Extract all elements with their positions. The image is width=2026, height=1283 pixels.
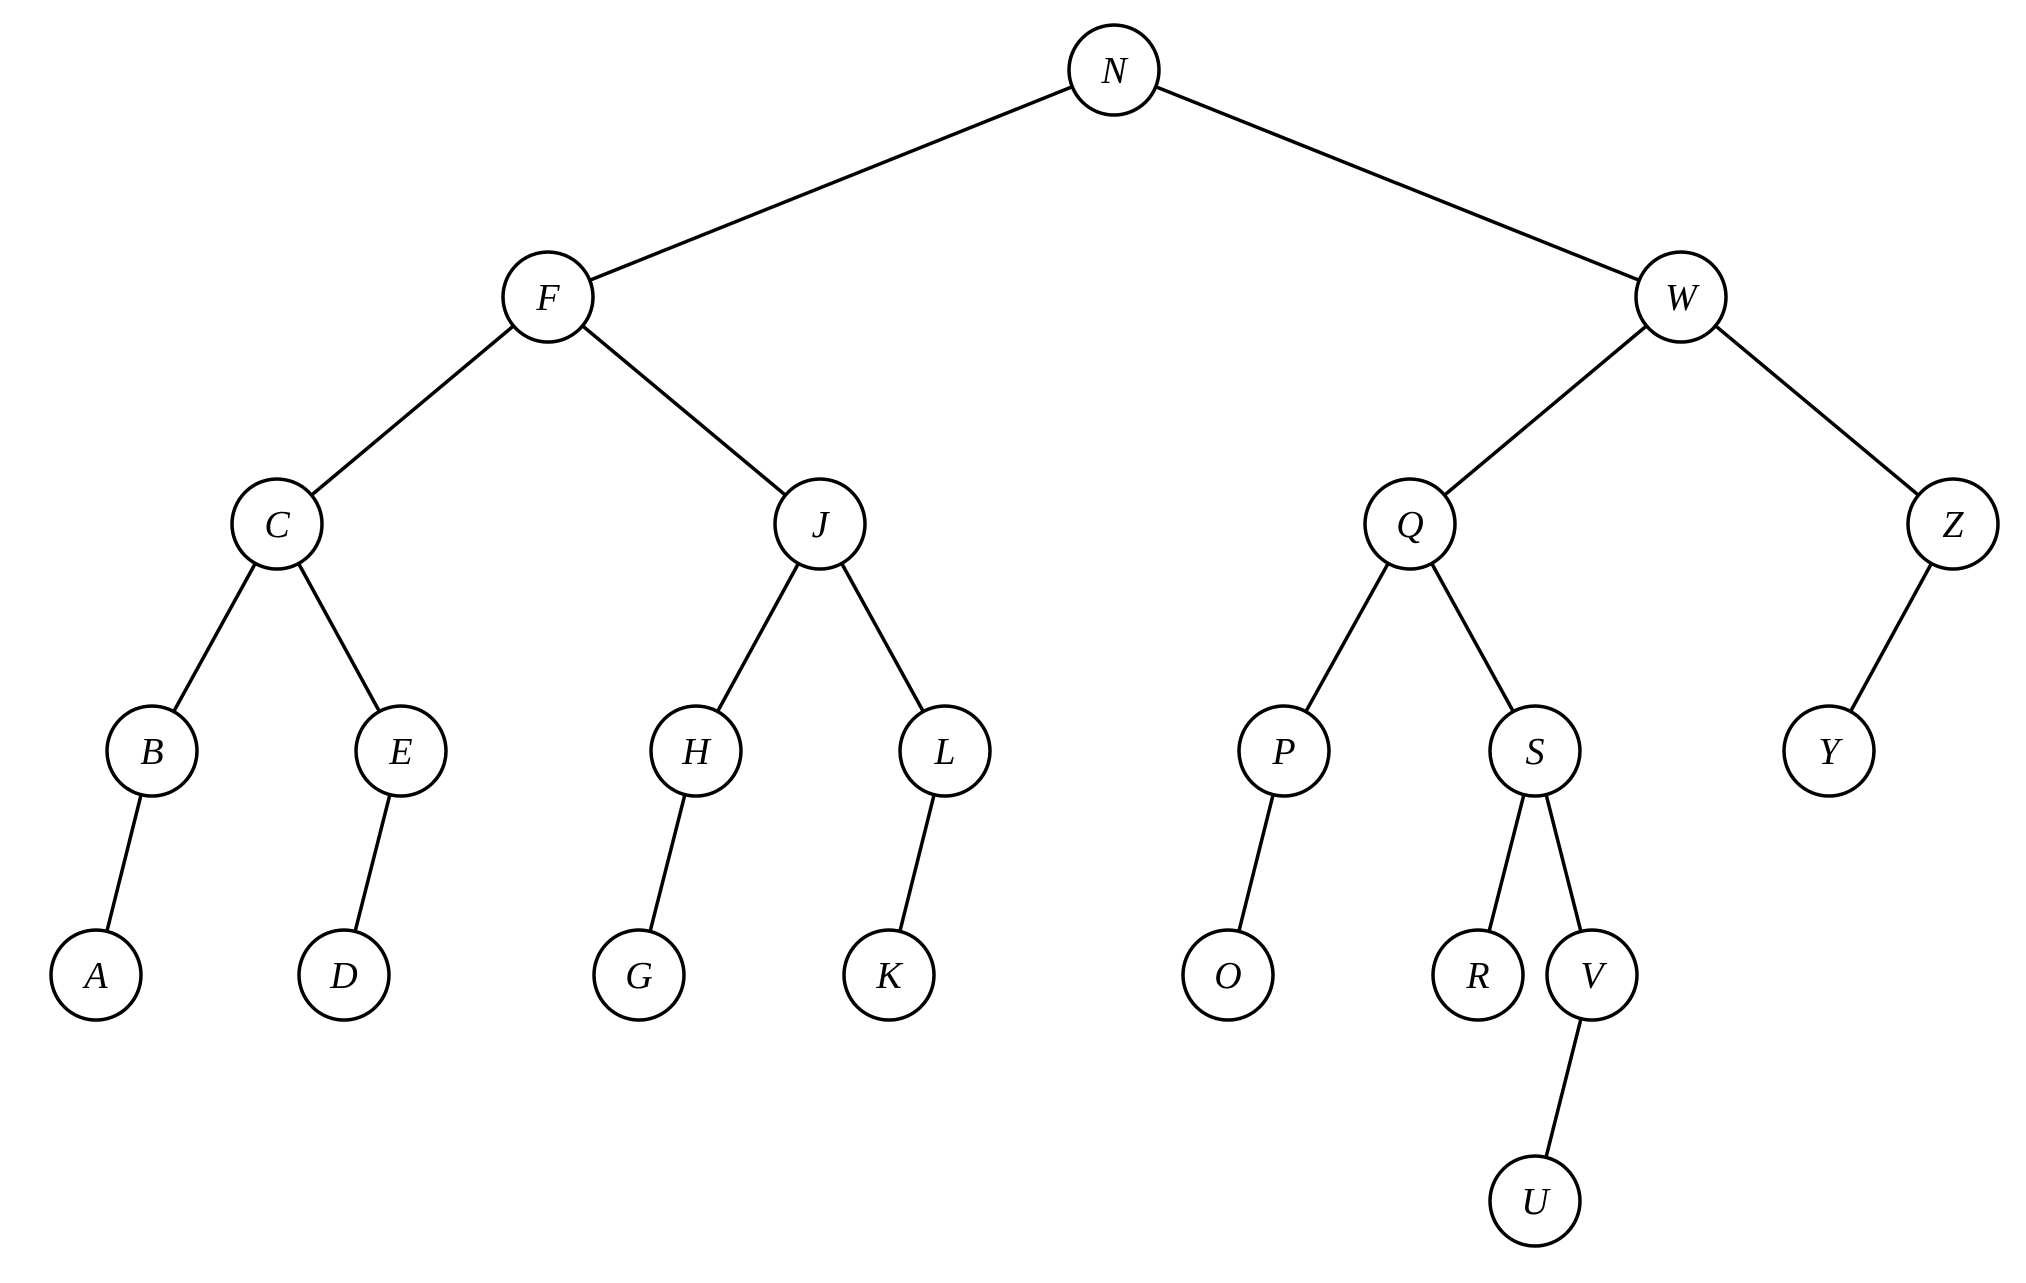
node-circle <box>1237 704 1331 798</box>
node-label: R <box>1465 955 1489 997</box>
node-label: Y <box>1818 731 1843 773</box>
node-circle <box>1067 23 1161 117</box>
tree-node-h: H <box>649 704 743 798</box>
node-circle <box>1906 477 2000 571</box>
tree-node-g: G <box>592 928 686 1022</box>
node-circle <box>230 477 324 571</box>
node-circle <box>1634 250 1728 344</box>
edge-q-p <box>1304 562 1390 713</box>
tree-node-n: N <box>1067 23 1161 117</box>
tree-node-f: F <box>501 250 595 344</box>
tree-node-r: R <box>1431 928 1525 1022</box>
node-circle <box>1782 704 1876 798</box>
edge-c-e <box>297 562 381 713</box>
tree-node-o: O <box>1181 928 1275 1022</box>
node-label: E <box>388 731 412 773</box>
edge-p-o <box>1237 794 1275 932</box>
tree-node-e: E <box>354 704 448 798</box>
node-circle <box>501 250 595 344</box>
node-label: O <box>1214 955 1241 997</box>
tree-node-l: L <box>898 704 992 798</box>
tree-node-c: C <box>230 477 324 571</box>
edge-v-u <box>1544 1018 1583 1158</box>
node-label: G <box>625 955 652 997</box>
tree-node-q: Q <box>1363 477 1457 571</box>
tree-node-v: V <box>1545 928 1639 1022</box>
node-label: V <box>1580 955 1607 997</box>
node-label: U <box>1521 1181 1551 1223</box>
node-circle <box>1488 704 1582 798</box>
node-circle <box>1363 477 1457 571</box>
node-label: F <box>535 277 560 319</box>
node-label: P <box>1271 731 1295 773</box>
node-circle <box>649 704 743 798</box>
edge-f-j <box>581 324 787 497</box>
edge-s-v <box>1544 794 1583 932</box>
node-label: B <box>140 731 163 773</box>
node-label: J <box>812 504 831 546</box>
edge-s-r <box>1487 794 1526 932</box>
node-label: S <box>1526 731 1545 773</box>
node-label: W <box>1665 277 1700 319</box>
edge-n-f <box>589 85 1073 282</box>
edge-l-k <box>898 794 936 932</box>
node-label: D <box>329 955 357 997</box>
node-label: H <box>681 731 712 773</box>
node-circle <box>1545 928 1639 1022</box>
node-label: Z <box>1942 504 1964 546</box>
edge-j-h <box>716 562 800 713</box>
node-circle <box>1431 928 1525 1022</box>
node-circle <box>1488 1154 1582 1248</box>
edge-e-d <box>353 794 392 932</box>
node-circle <box>592 928 686 1022</box>
edge-c-b <box>172 562 257 713</box>
tree-edges <box>105 85 1933 1158</box>
node-label: K <box>875 955 903 997</box>
node-circle <box>1181 928 1275 1022</box>
node-label: Q <box>1396 504 1423 546</box>
edge-b-a <box>105 794 143 932</box>
node-label: A <box>81 955 108 997</box>
node-circle <box>105 704 199 798</box>
node-circle <box>842 928 936 1022</box>
node-circle <box>354 704 448 798</box>
edge-j-l <box>840 562 925 713</box>
edge-w-z <box>1714 324 1920 497</box>
tree-node-z: Z <box>1906 477 2000 571</box>
tree-node-b: B <box>105 704 199 798</box>
edge-z-y <box>1849 562 1933 713</box>
node-label: L <box>933 731 955 773</box>
tree-nodes: N F W C J Q Z B E H L P S Y A D G K O R V U <box>49 23 2000 1248</box>
tree-node-u: U <box>1488 1154 1582 1248</box>
node-circle <box>297 928 391 1022</box>
edge-q-s <box>1430 562 1515 713</box>
tree-node-y: Y <box>1782 704 1876 798</box>
edge-w-q <box>1443 324 1648 497</box>
edge-f-c <box>310 324 515 497</box>
node-label: C <box>264 504 290 546</box>
tree-node-s: S <box>1488 704 1582 798</box>
edge-h-g <box>648 794 687 932</box>
edge-n-w <box>1155 85 1640 282</box>
node-circle <box>773 477 867 571</box>
tree-node-w: W <box>1634 250 1728 344</box>
tree-node-k: K <box>842 928 936 1022</box>
tree-node-d: D <box>297 928 391 1022</box>
node-circle <box>49 928 143 1022</box>
tree-node-p: P <box>1237 704 1331 798</box>
tree-node-a: A <box>49 928 143 1022</box>
tree-node-j: J <box>773 477 867 571</box>
node-circle <box>898 704 992 798</box>
node-label: N <box>1100 50 1129 92</box>
